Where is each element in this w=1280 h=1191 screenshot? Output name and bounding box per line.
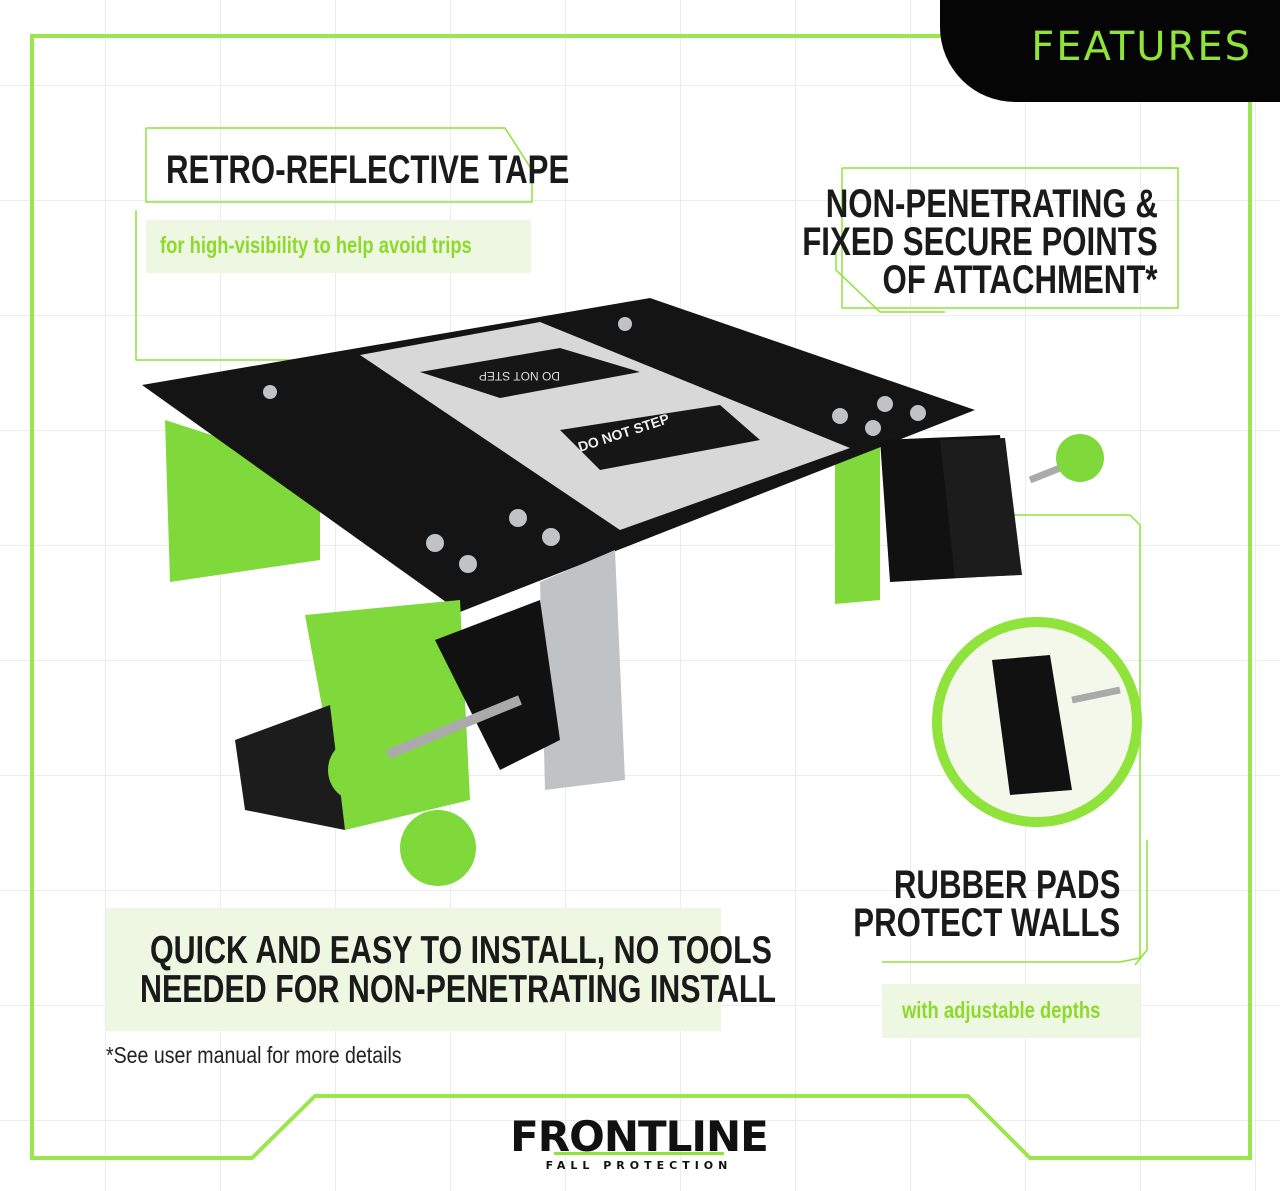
features-banner	[940, 0, 1280, 102]
attachment-line: NON-PENETRATING &	[825, 182, 1158, 226]
pads-line: RUBBER PADS	[893, 863, 1120, 907]
tape-subtitle-box: for high-visibility to help avoid trips	[146, 220, 531, 273]
attachment-line: OF ATTACHMENT*	[883, 258, 1158, 302]
pads-subtitle: with adjustable depths	[902, 997, 1101, 1023]
tape-feature: RETRO-REFLECTIVE TAPE	[166, 148, 683, 193]
pads-subtitle-box: with adjustable depths	[882, 984, 1140, 1038]
install-line: QUICK AND EASY TO INSTALL, NO TOOLS	[150, 929, 772, 972]
features-title: FEATURES	[1031, 24, 1252, 70]
install-feature: QUICK AND EASY TO INSTALL, NO TOOLS NEED…	[106, 908, 776, 1031]
pads-line: PROTECT WALLS	[853, 901, 1120, 945]
tape-subtitle: for high-visibility to help avoid trips	[160, 232, 472, 258]
product-label: DO NOT STEP	[479, 369, 560, 383]
logo-name: FRONTLINE	[510, 1112, 769, 1161]
attachment-feature: NON-PENETRATING & FIXED SECURE POINTS OF…	[702, 182, 1158, 302]
pads-feature: RUBBER PADS PROTECT WALLS	[778, 863, 1120, 945]
footnote: *See user manual for more details	[106, 1042, 454, 1069]
install-line: NEEDED FOR NON-PENETRATING INSTALL	[140, 968, 777, 1011]
frontline-logo: FRONTLINE FALL PROTECTION	[504, 1112, 774, 1173]
attachment-line: FIXED SECURE POINTS	[802, 220, 1158, 264]
tape-title: RETRO-REFLECTIVE TAPE	[166, 148, 570, 192]
footnote-text: *See user manual for more details	[106, 1042, 402, 1068]
logo-tagline: FALL PROTECTION	[545, 1159, 733, 1172]
right-green-plate	[835, 440, 880, 604]
